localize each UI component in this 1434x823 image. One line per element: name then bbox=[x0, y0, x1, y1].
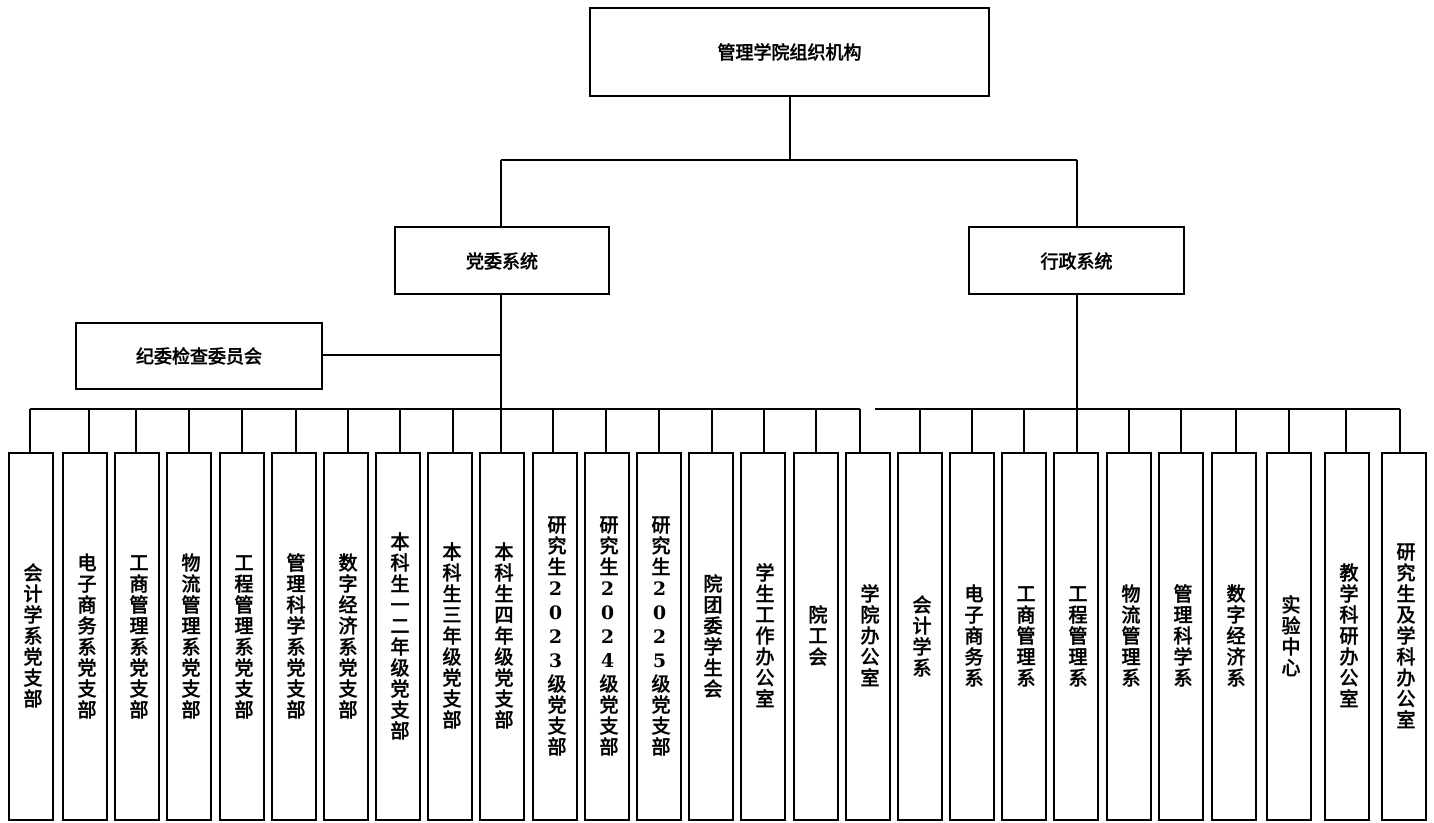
admin-unit-box: 物流管理系 bbox=[1106, 452, 1152, 821]
party-unit-box: 物流管理系党支部 bbox=[166, 452, 212, 821]
party-unit-box: 管理科学系党支部 bbox=[271, 452, 317, 821]
party-system-box: 党委系统 bbox=[394, 226, 610, 295]
root-title: 管理学院组织机构 bbox=[717, 43, 862, 64]
unit-label: 研究生2024级党支部 bbox=[596, 515, 619, 758]
unit-label: 本科生四年级党支部 bbox=[491, 542, 514, 731]
admin-unit-box: 研究生及学科办公室 bbox=[1381, 452, 1427, 821]
admin-unit-box: 学院办公室 bbox=[845, 452, 891, 821]
unit-label: 电子商务系 bbox=[961, 584, 984, 689]
unit-label: 研究生2023级党支部 bbox=[544, 515, 567, 758]
unit-label: 数字经济系 bbox=[1223, 584, 1246, 689]
party-unit-box: 研究生2025级党支部 bbox=[636, 452, 682, 821]
unit-label: 电子商务系党支部 bbox=[74, 552, 97, 721]
admin-unit-box: 工程管理系 bbox=[1053, 452, 1099, 821]
unit-label: 会计学系 bbox=[909, 594, 932, 679]
party-unit-box: 本科生一二年级党支部 bbox=[375, 452, 421, 821]
unit-label: 学生工作办公室 bbox=[752, 563, 775, 710]
unit-label: 管理科学系 bbox=[1170, 584, 1193, 689]
admin-unit-box: 教学科研办公室 bbox=[1324, 452, 1370, 821]
unit-label: 研究生及学科办公室 bbox=[1393, 542, 1416, 731]
unit-label: 会计学系党支部 bbox=[20, 563, 43, 710]
admin-unit-box: 实验中心 bbox=[1266, 452, 1312, 821]
admin-unit-box: 会计学系 bbox=[897, 452, 943, 821]
root-box: 管理学院组织机构 bbox=[589, 7, 990, 97]
party-system-title: 党委系统 bbox=[466, 251, 538, 273]
discipline-committee-box: 纪委检查委员会 bbox=[75, 322, 323, 390]
party-unit-box: 工商管理系党支部 bbox=[114, 452, 160, 821]
party-unit-box: 本科生四年级党支部 bbox=[479, 452, 525, 821]
party-unit-box: 研究生2024级党支部 bbox=[584, 452, 630, 821]
admin-unit-box: 工商管理系 bbox=[1001, 452, 1047, 821]
unit-label: 院团委学生会 bbox=[700, 573, 723, 700]
unit-label: 研究生2025级党支部 bbox=[648, 515, 671, 758]
unit-label: 物流管理系 bbox=[1118, 584, 1141, 689]
unit-label: 教学科研办公室 bbox=[1336, 563, 1359, 710]
admin-unit-box: 数字经济系 bbox=[1211, 452, 1257, 821]
party-unit-box: 工程管理系党支部 bbox=[219, 452, 265, 821]
unit-label: 工程管理系党支部 bbox=[231, 552, 254, 721]
admin-system-title: 行政系统 bbox=[1040, 251, 1113, 273]
party-unit-box: 数字经济系党支部 bbox=[323, 452, 369, 821]
unit-label: 工商管理系党支部 bbox=[126, 552, 149, 721]
admin-system-box: 行政系统 bbox=[968, 226, 1185, 295]
unit-label: 管理科学系党支部 bbox=[283, 552, 306, 721]
party-unit-box: 本科生三年级党支部 bbox=[427, 452, 473, 821]
party-unit-box: 研究生2023级党支部 bbox=[532, 452, 578, 821]
unit-label: 实验中心 bbox=[1278, 594, 1301, 679]
party-unit-box: 院工会 bbox=[793, 452, 839, 821]
unit-label: 数字经济系党支部 bbox=[335, 552, 358, 721]
discipline-committee-title: 纪委检查委员会 bbox=[136, 347, 262, 368]
unit-label: 学院办公室 bbox=[857, 584, 880, 689]
admin-unit-box: 管理科学系 bbox=[1158, 452, 1204, 821]
unit-label: 工商管理系 bbox=[1013, 584, 1036, 689]
unit-label: 本科生三年级党支部 bbox=[439, 542, 462, 731]
admin-unit-box: 电子商务系 bbox=[949, 452, 995, 821]
unit-label: 物流管理系党支部 bbox=[178, 552, 201, 721]
party-unit-box: 学生工作办公室 bbox=[740, 452, 786, 821]
unit-label: 本科生一二年级党支部 bbox=[387, 531, 410, 742]
unit-label: 工程管理系 bbox=[1065, 584, 1088, 689]
party-unit-box: 院团委学生会 bbox=[688, 452, 734, 821]
party-unit-box: 会计学系党支部 bbox=[8, 452, 54, 821]
unit-label: 院工会 bbox=[805, 605, 828, 668]
party-unit-box: 电子商务系党支部 bbox=[62, 452, 108, 821]
